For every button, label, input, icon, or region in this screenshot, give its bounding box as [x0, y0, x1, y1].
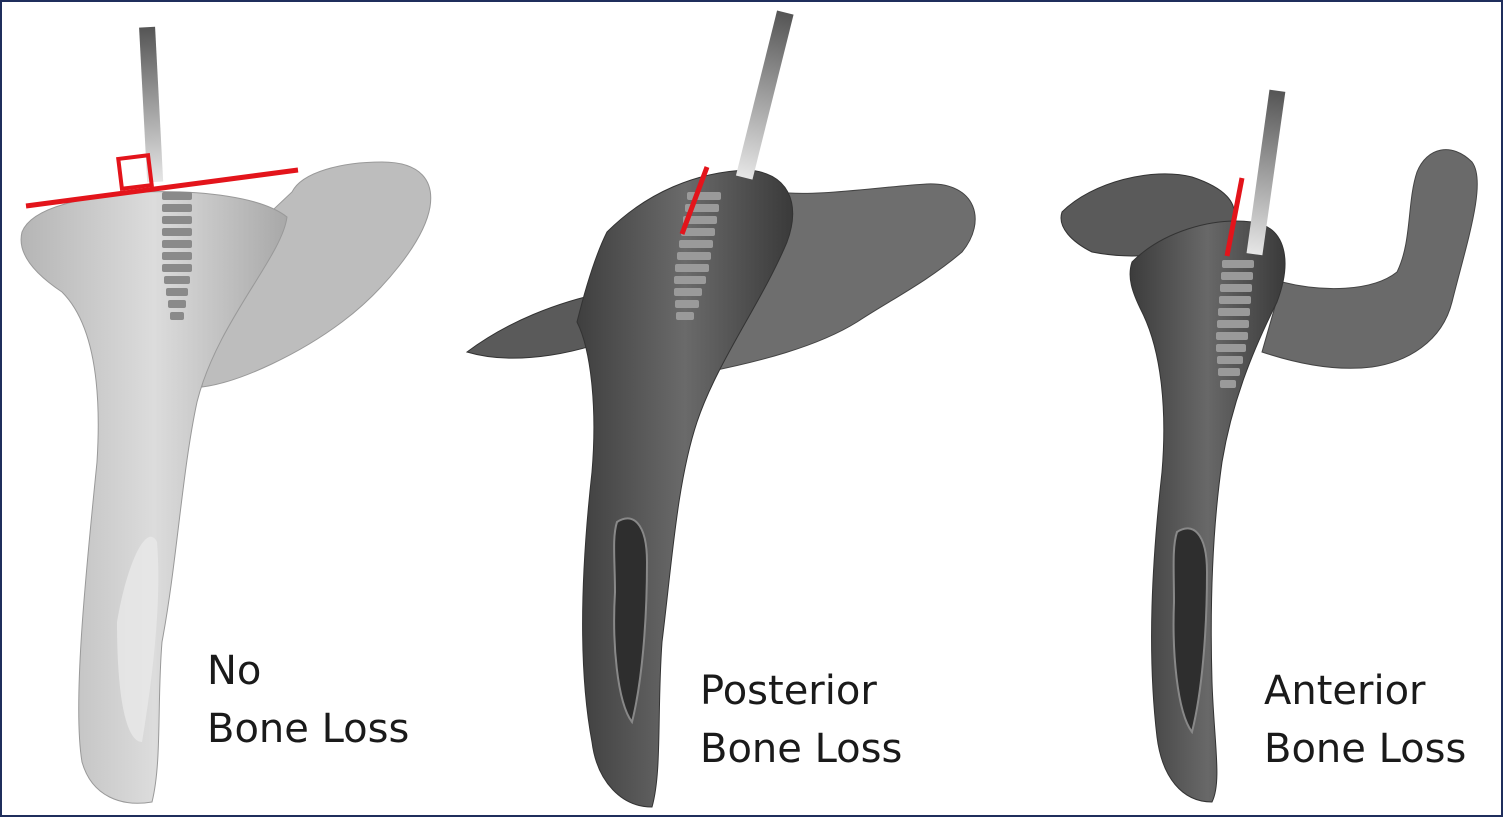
panel-anterior-bone-loss: Anterior Bone Loss: [1052, 2, 1501, 815]
label-posterior-bone-loss: Posterior Bone Loss: [700, 662, 902, 778]
label-line-2: Bone Loss: [207, 700, 409, 758]
label-line-1: No: [207, 642, 409, 700]
label-no-bone-loss: No Bone Loss: [207, 642, 409, 758]
label-line-2: Bone Loss: [1264, 720, 1466, 778]
panel-no-bone-loss: No Bone Loss: [2, 2, 502, 815]
panel-posterior-bone-loss: Posterior Bone Loss: [457, 2, 997, 815]
label-line-1: Posterior: [700, 662, 902, 720]
label-line-1: Anterior: [1264, 662, 1466, 720]
label-anterior-bone-loss: Anterior Bone Loss: [1264, 662, 1466, 778]
label-line-2: Bone Loss: [700, 720, 902, 778]
